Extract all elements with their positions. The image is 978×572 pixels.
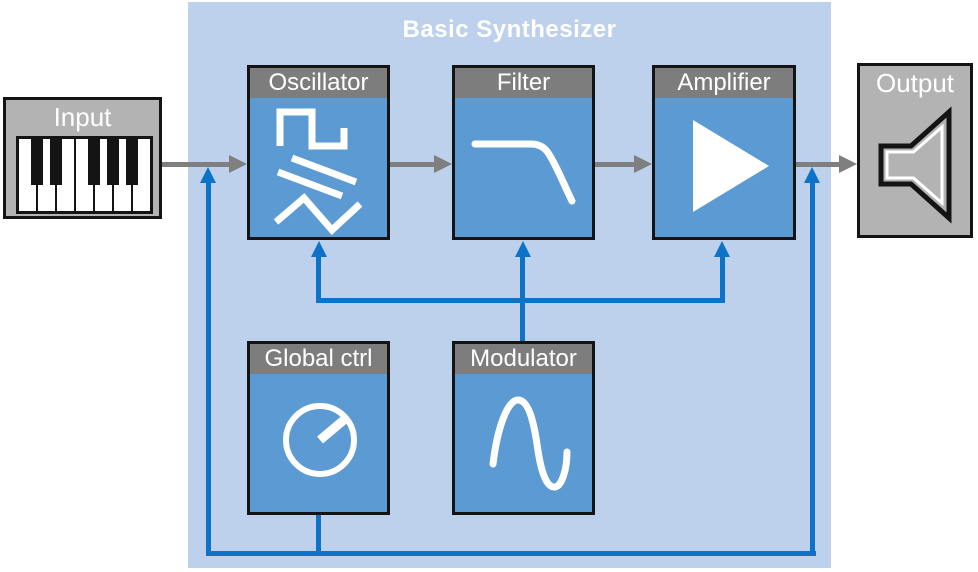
node-amplifier-header: Amplifier	[655, 68, 793, 98]
node-oscillator-header: Oscillator	[250, 68, 387, 98]
node-modulator-label: Modulator	[470, 345, 577, 372]
node-amplifier-label: Amplifier	[677, 69, 771, 96]
control-line-to-oscillator	[316, 257, 321, 303]
speaker-icon	[878, 106, 952, 224]
node-amplifier: Amplifier	[652, 65, 796, 240]
node-output: Output	[857, 63, 973, 238]
piano-keyboard-icon	[16, 136, 153, 214]
node-input-label: Input	[53, 102, 112, 132]
lowpass-filter-curve-icon	[471, 140, 576, 205]
knob-icon	[283, 403, 357, 477]
node-oscillator-label: Oscillator	[268, 69, 369, 96]
control-arrowhead-filter	[515, 241, 531, 257]
signal-line-amplifier-output	[796, 162, 839, 167]
control-line-globalctrl-drop	[316, 512, 321, 556]
signal-arrowhead-filter	[434, 155, 452, 173]
signal-line-oscillator-filter	[390, 162, 434, 167]
control-line-modulator-to-filter	[520, 257, 525, 341]
node-input: Input	[3, 97, 162, 219]
node-filter-header: Filter	[455, 68, 592, 98]
node-modulator-header: Modulator	[455, 344, 592, 374]
control-line-global-right-riser	[810, 183, 815, 556]
control-arrowhead-output-signal	[804, 167, 820, 183]
diagram-title: Basic Synthesizer	[402, 16, 617, 43]
control-arrowhead-amplifier	[714, 241, 730, 257]
signal-line-input-oscillator	[162, 162, 229, 167]
signal-arrowhead-oscillator	[229, 155, 247, 173]
signal-arrowhead-amplifier	[634, 155, 652, 173]
node-global-ctrl-label: Global ctrl	[264, 345, 373, 372]
node-filter-label: Filter	[496, 69, 551, 96]
control-arrowhead-oscillator	[311, 241, 327, 257]
node-output-label: Output	[875, 68, 955, 98]
signal-arrowhead-output	[839, 155, 857, 173]
node-global-ctrl-header: Global ctrl	[250, 344, 387, 374]
node-global-ctrl: Global ctrl	[247, 341, 390, 515]
node-modulator: Modulator	[452, 341, 595, 515]
control-line-to-amplifier	[720, 257, 725, 303]
control-arrowhead-input-signal	[200, 167, 216, 183]
oscillator-waveforms-icon	[273, 108, 363, 236]
node-filter: Filter	[452, 65, 595, 240]
control-line-global-left-riser	[206, 183, 211, 556]
node-oscillator: Oscillator	[247, 65, 390, 240]
sine-wave-icon	[489, 396, 571, 491]
control-line-global-bus	[206, 551, 816, 556]
signal-line-filter-amplifier	[595, 162, 634, 167]
amplifier-triangle-icon	[693, 120, 769, 212]
